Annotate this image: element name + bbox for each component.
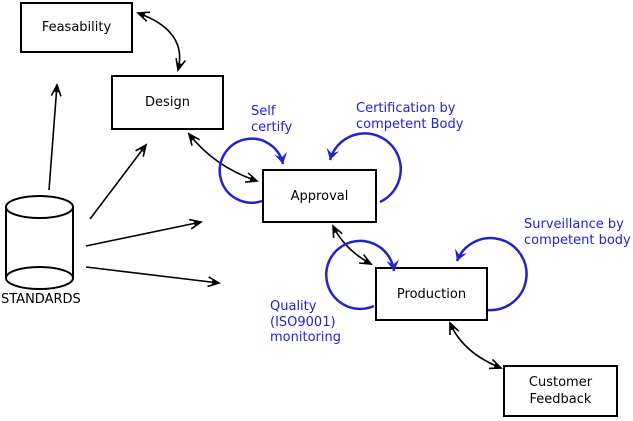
node-production-label: Production xyxy=(396,286,467,302)
arrow-approval-production xyxy=(332,224,373,265)
arrow-production-customer-feedback xyxy=(449,321,503,370)
arrow-design-approval xyxy=(187,132,259,183)
standards-cylinder-icon xyxy=(5,195,74,290)
annotation-certification-by-competent-body: Certification by competent Body xyxy=(356,101,464,132)
annotation-quality-iso9001-monitoring: Quality (ISO9001) monitoring xyxy=(270,299,341,345)
standards-datastore-label: STANDARDS xyxy=(1,292,81,307)
annotation-self-certify: Self certify xyxy=(251,104,293,135)
arrow-feasability-design xyxy=(136,11,187,72)
arrow-standards-to-approval xyxy=(85,218,203,247)
node-customer-feedback-label: Customer Feedback xyxy=(528,375,593,407)
node-feasability: Feasability xyxy=(20,2,133,53)
node-production: Production xyxy=(375,267,488,321)
node-customer-feedback: Customer Feedback xyxy=(503,365,618,417)
arrow-standards-to-feasability xyxy=(48,83,62,191)
arrow-standards-to-production xyxy=(85,266,221,288)
annotation-surveillance-by-competent-body: Surveillance by competent body xyxy=(524,217,631,248)
node-design-label: Design xyxy=(145,95,190,110)
node-approval: Approval xyxy=(262,169,377,223)
node-design: Design xyxy=(111,75,224,130)
node-approval-label: Approval xyxy=(290,188,349,204)
node-feasability-label: Feasability xyxy=(41,20,112,35)
arrow-standards-to-design xyxy=(89,143,148,220)
